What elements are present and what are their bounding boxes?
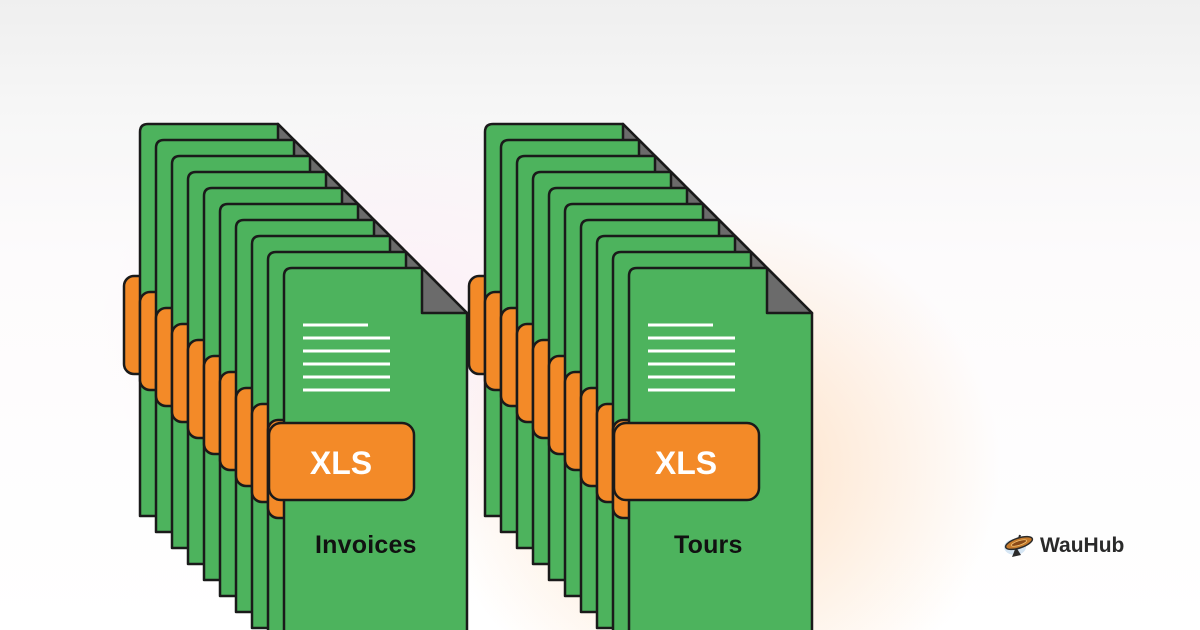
document-lines-icon: [303, 323, 390, 392]
svg-text:XLS: XLS: [655, 445, 717, 481]
xls-badge: XLS: [267, 421, 416, 502]
xls-badge: XLS: [612, 421, 761, 502]
kayak-logo-icon: [1004, 534, 1034, 557]
invoices-label: Invoices: [315, 531, 417, 559]
tours-stack: XLS: [467, 122, 814, 630]
xls-file-icon: XLS: [611, 266, 814, 630]
brand-logo: WauHub: [1003, 533, 1124, 559]
document-lines-icon: [648, 323, 735, 392]
tours-label: Tours: [674, 531, 743, 559]
invoices-stack: XLS: [122, 122, 469, 630]
svg-text:XLS: XLS: [310, 445, 372, 481]
xls-file-icon: XLS: [266, 266, 469, 630]
brand-name: WauHub: [1040, 534, 1125, 557]
